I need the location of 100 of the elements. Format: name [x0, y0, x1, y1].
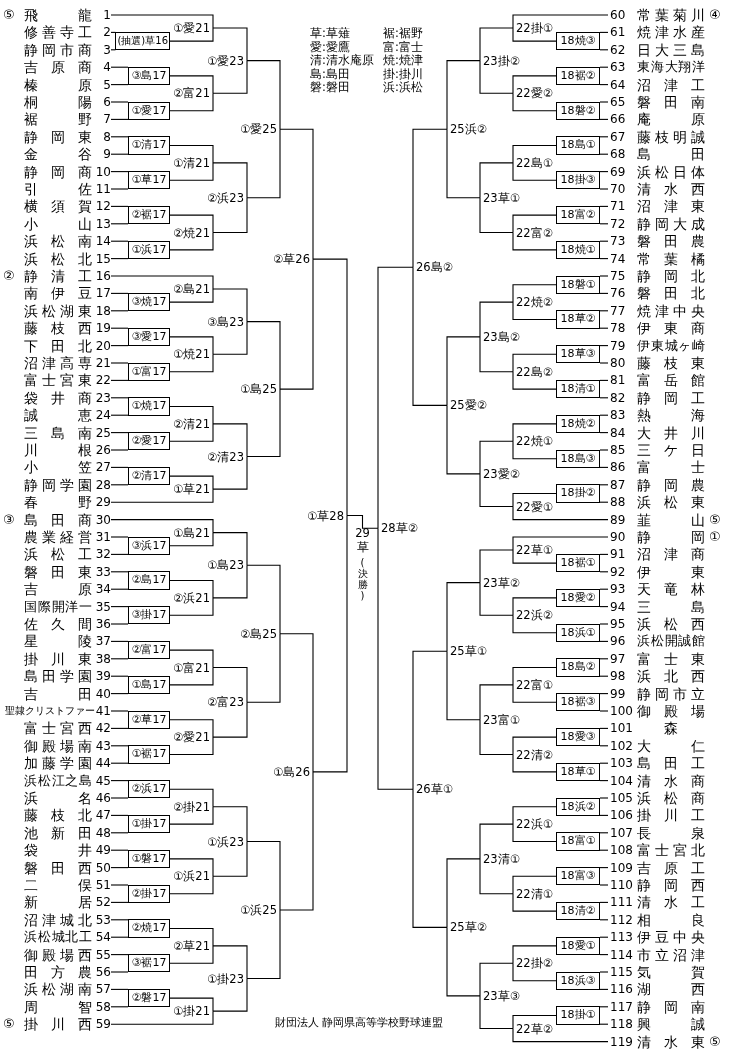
bracket-line — [110, 1010, 214, 1025]
team-number: 59 — [95, 1016, 111, 1034]
team-number: 80 — [610, 355, 626, 372]
bracket-line — [110, 606, 129, 608]
match-result: 22浜② — [513, 607, 553, 624]
bracket-line — [110, 954, 129, 956]
bracket-line — [512, 284, 557, 303]
bracket-line — [110, 275, 214, 290]
bracket-line — [169, 475, 214, 490]
match-box: 18磐② — [556, 101, 600, 120]
team-name: 金谷 — [24, 145, 92, 164]
team-number: 110 — [610, 877, 633, 894]
team-number: 70 — [610, 181, 626, 198]
team-number: 62 — [610, 41, 626, 59]
bracket-line — [479, 301, 514, 338]
team-name: 周智 — [24, 997, 92, 1016]
team-number: 3 — [103, 41, 111, 59]
team-name: 三島南 — [24, 423, 92, 442]
bracket-line — [446, 404, 481, 475]
team-number: 29 — [95, 494, 111, 512]
bracket-line — [212, 321, 248, 355]
bracket-line — [412, 128, 448, 268]
legend-text: 島:島田 — [310, 66, 350, 81]
team-number: 32 — [95, 546, 111, 564]
bracket-line — [512, 214, 557, 234]
team-name: 気賀 — [637, 963, 705, 981]
bracket-line — [110, 814, 129, 816]
bracket-line — [110, 327, 129, 329]
match-box: 18愛① — [556, 936, 600, 956]
match-result: ①愛25 — [240, 121, 280, 138]
team-number: 117 — [610, 998, 633, 1016]
team-number: 64 — [610, 76, 626, 94]
bracket-line — [446, 582, 481, 652]
team-number: 30 — [95, 511, 111, 529]
team-number: 6 — [103, 94, 111, 111]
bracket-line — [377, 527, 414, 790]
match-result: 22富② — [513, 224, 553, 241]
team-name: 興誠 — [637, 1015, 705, 1034]
match-box: 18富③ — [556, 867, 600, 886]
match-result: 29草 — [354, 525, 371, 554]
match-box: ②富17 — [128, 640, 170, 660]
match-result: 22島① — [513, 154, 553, 171]
team-name: 沼津東 — [637, 197, 705, 216]
team-number: 12 — [95, 198, 111, 216]
team-name: 飛龍 — [24, 6, 92, 24]
team-name: 島田工 — [637, 754, 705, 773]
bracket-line — [512, 75, 557, 94]
team-name: 御殿場南 — [24, 736, 92, 755]
seed-mark: ④ — [709, 6, 721, 24]
match-result: ①島26 — [273, 763, 313, 780]
team-number: 26 — [95, 442, 111, 459]
bracket-line — [169, 144, 214, 164]
team-number: 77 — [610, 302, 626, 320]
team-name: 掛川西 — [24, 1015, 92, 1034]
match-box: ①愛17 — [128, 101, 170, 120]
team-name: 浜松湖東 — [24, 301, 92, 320]
match-result: 22清① — [513, 885, 553, 902]
bracket-line — [110, 675, 129, 677]
bracket-line — [479, 962, 514, 997]
team-number: 41 — [95, 703, 111, 720]
match-box: 18掛③ — [556, 171, 600, 190]
bracket-line — [361, 521, 379, 529]
team-name: 湖西 — [637, 980, 705, 999]
seed-mark: ② — [3, 267, 15, 285]
match-box: ①裾17 — [128, 745, 170, 764]
team-name: 星陵 — [24, 632, 92, 651]
team-name: 御殿場 — [637, 702, 705, 720]
bracket-line — [599, 884, 609, 886]
match-box: 18草② — [556, 310, 600, 329]
bracket-line — [512, 597, 557, 616]
team-number: 25 — [95, 424, 111, 442]
team-number: 53 — [95, 911, 111, 929]
bracket-line — [599, 710, 609, 712]
bracket-line — [169, 231, 214, 251]
match-box: ①掛17 — [128, 814, 170, 834]
bracket-line — [279, 128, 314, 260]
team-name: 吉原 — [24, 580, 92, 599]
legend-text: 草:草薙 — [310, 26, 350, 40]
bracket-line — [110, 171, 129, 173]
team-name: 藤枝北 — [24, 806, 92, 825]
team-number: 45 — [95, 772, 111, 790]
team-number: 7 — [103, 111, 111, 129]
legend-text: 富:富士 — [383, 39, 423, 54]
team-name: 庵原 — [637, 110, 705, 129]
team-name: 常葉橘 — [637, 249, 705, 268]
match-result: ②富23 — [207, 694, 247, 711]
team-number: 58 — [95, 998, 111, 1016]
match-result: ①掛23 — [207, 970, 247, 987]
team-name: 清水西 — [637, 180, 705, 198]
bracket-line — [479, 549, 514, 584]
team-name: 島田 — [637, 145, 705, 164]
team-name: 市立沼津 — [637, 945, 705, 964]
match-result: ②浜21 — [173, 589, 213, 606]
bracket-line — [512, 823, 557, 843]
match-box: ①磐17 — [128, 849, 170, 869]
team-name: 藤枝西 — [24, 319, 92, 338]
team-number: 103 — [610, 755, 633, 773]
team-number: 39 — [95, 668, 111, 686]
team-number: 13 — [95, 215, 111, 233]
team-number: 92 — [610, 563, 626, 581]
